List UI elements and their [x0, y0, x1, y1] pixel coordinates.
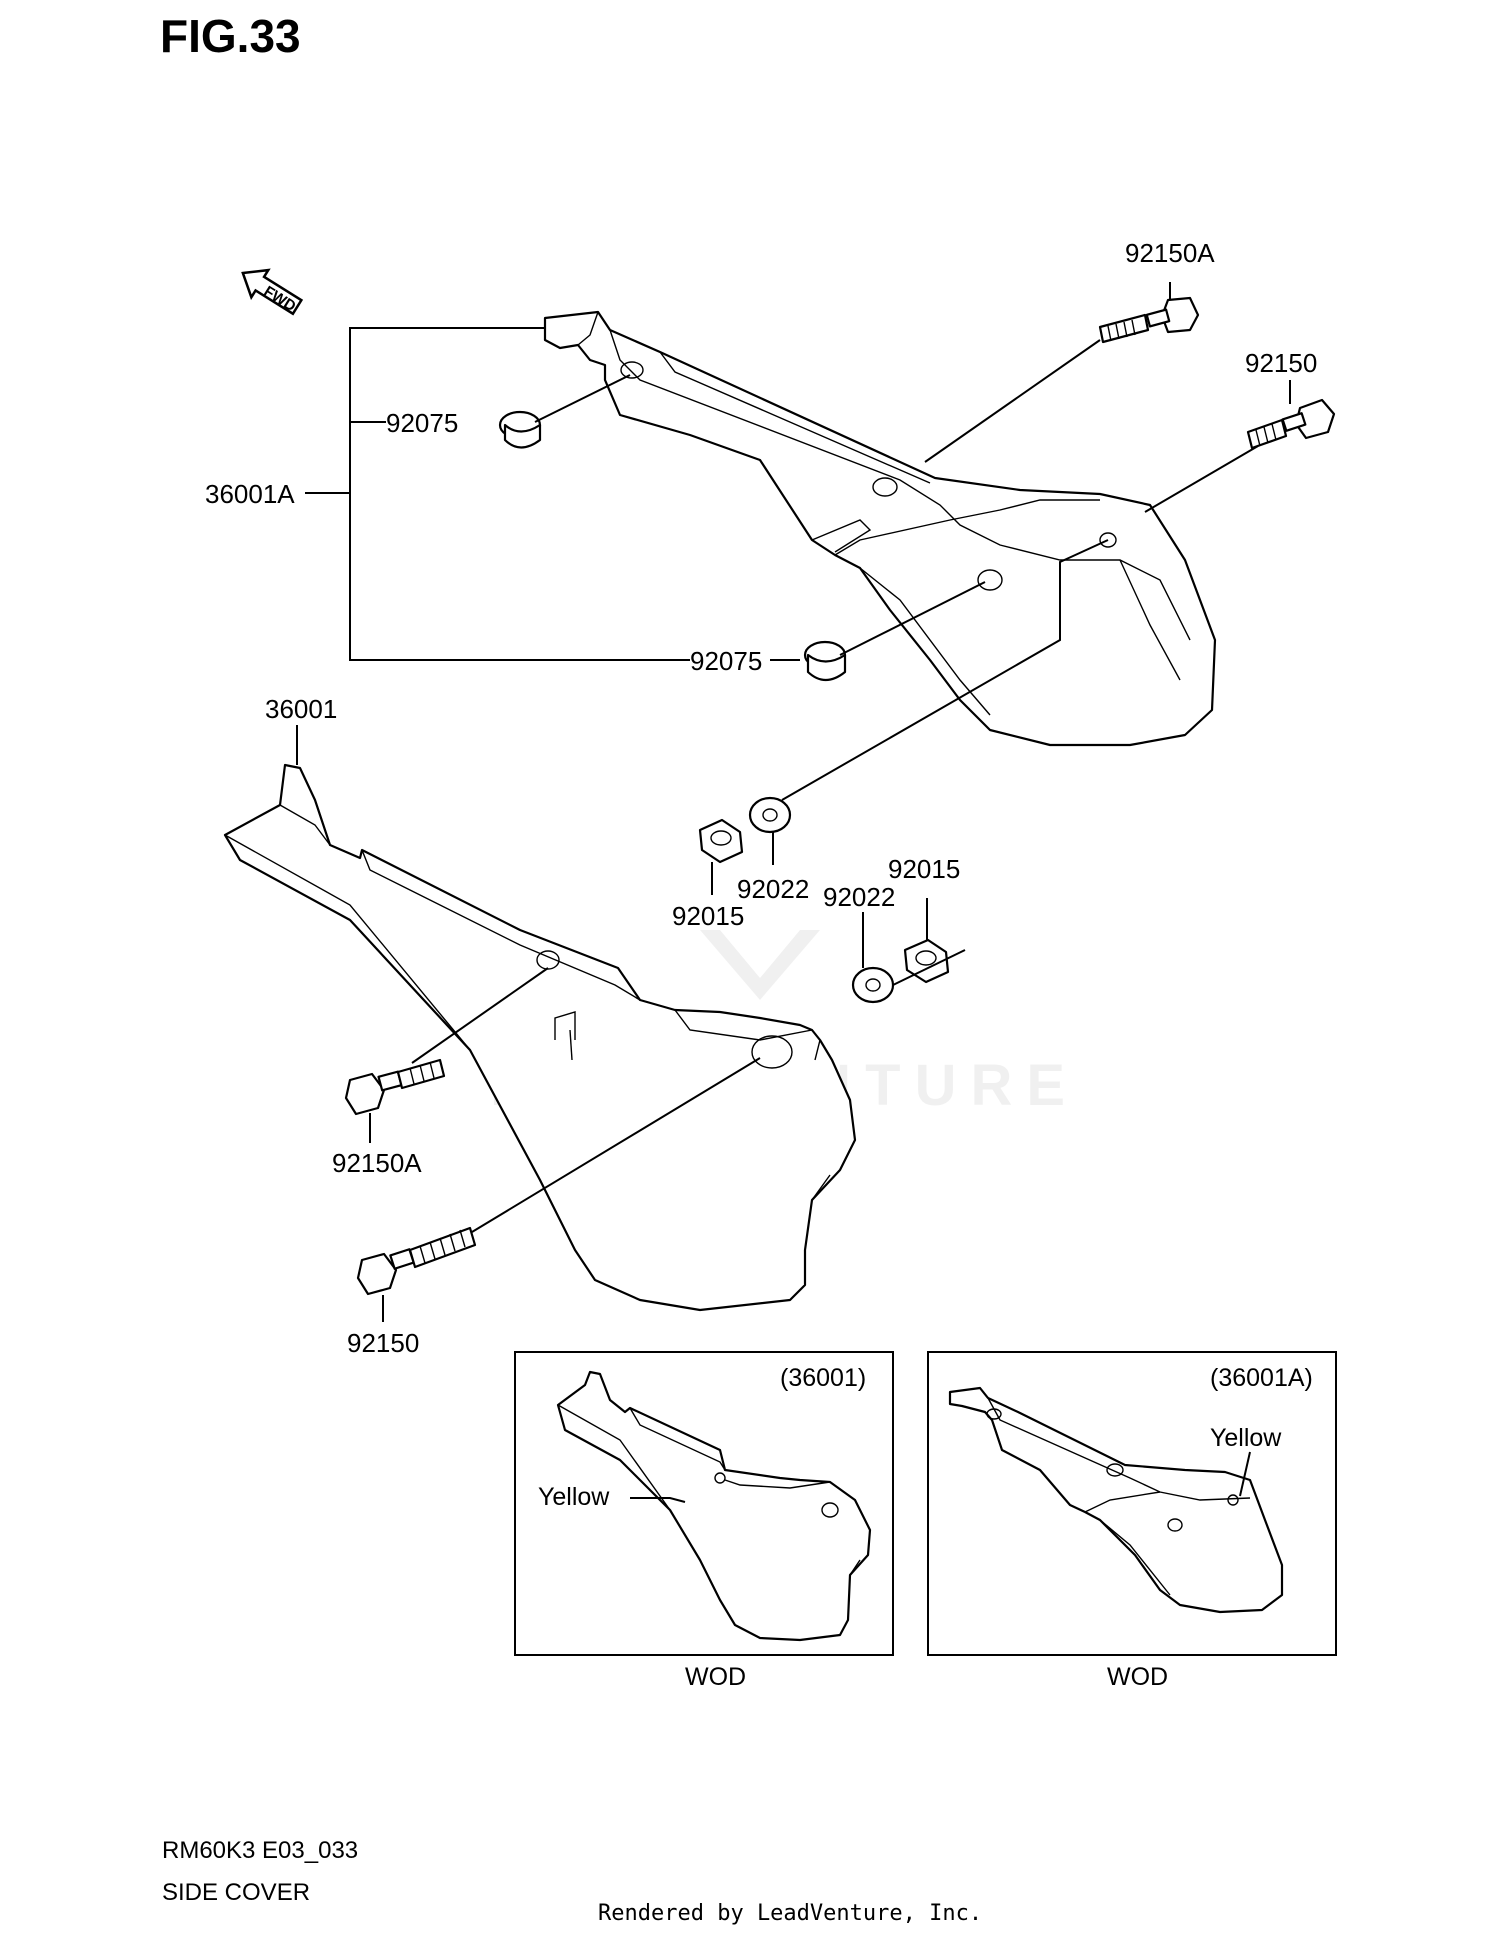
bolt-92150a-upper: [1098, 296, 1200, 344]
label-92075-upper: 92075: [386, 408, 458, 438]
inset-36001: (36001) Yellow WOD: [514, 1351, 894, 1691]
render-credit: Rendered by LeadVenture, Inc.: [598, 1901, 982, 1926]
washer-92022-left: [748, 796, 792, 834]
inset-36001a: (36001A) Yellow WOD: [927, 1351, 1337, 1691]
inset-36001a-color-note: Yellow: [1210, 1424, 1282, 1452]
label-92015-left: 92015: [672, 901, 744, 931]
label-92075-lower: 92075: [690, 646, 762, 676]
inset-36001a-frame: [927, 1351, 1337, 1656]
inset-36001-part-ref: (36001): [780, 1364, 866, 1392]
washer-92022-right: [851, 966, 895, 1004]
label-92022-right: 92022: [823, 882, 895, 912]
part-labels: 92150A 92150 92075 36001A 92075 36001 92…: [205, 238, 1317, 1358]
label-36001: 36001: [265, 694, 337, 724]
label-92150a-lower: 92150A: [332, 1148, 422, 1178]
inset-36001-color-note: Yellow: [538, 1483, 610, 1511]
label-36001a: 36001A: [205, 479, 295, 509]
side-cover-36001a: [543, 310, 1217, 747]
inset-36001a-part-ref: (36001A): [1210, 1364, 1313, 1392]
bolt-92150a-lower: [344, 1058, 446, 1116]
model-code: RM60K3 E03_033: [162, 1837, 358, 1864]
label-92150-lower: 92150: [347, 1328, 419, 1358]
cushion-92075-upper: [498, 410, 542, 449]
inset-36001a-variant: WOD: [1107, 1663, 1168, 1691]
fwd-arrow-icon: FWD: [241, 268, 304, 316]
side-cover-36001: [223, 763, 857, 1312]
bolt-92150-upper: [1246, 398, 1336, 450]
label-92022-left: 92022: [737, 874, 809, 904]
label-92015-right: 92015: [888, 854, 960, 884]
bolt-92150-lower: [356, 1226, 477, 1296]
label-92150-upper: 92150: [1245, 348, 1317, 378]
leader-lines: [296, 282, 1291, 1322]
inset-36001-variant: WOD: [685, 1663, 746, 1691]
nut-92015-left: [698, 818, 744, 864]
cushion-92075-lower: [803, 640, 847, 682]
figure-title: FIG.33: [160, 10, 301, 62]
label-92150a-upper: 92150A: [1125, 238, 1215, 268]
section-name: SIDE COVER: [162, 1879, 310, 1906]
inset-36001-frame: [514, 1351, 894, 1656]
